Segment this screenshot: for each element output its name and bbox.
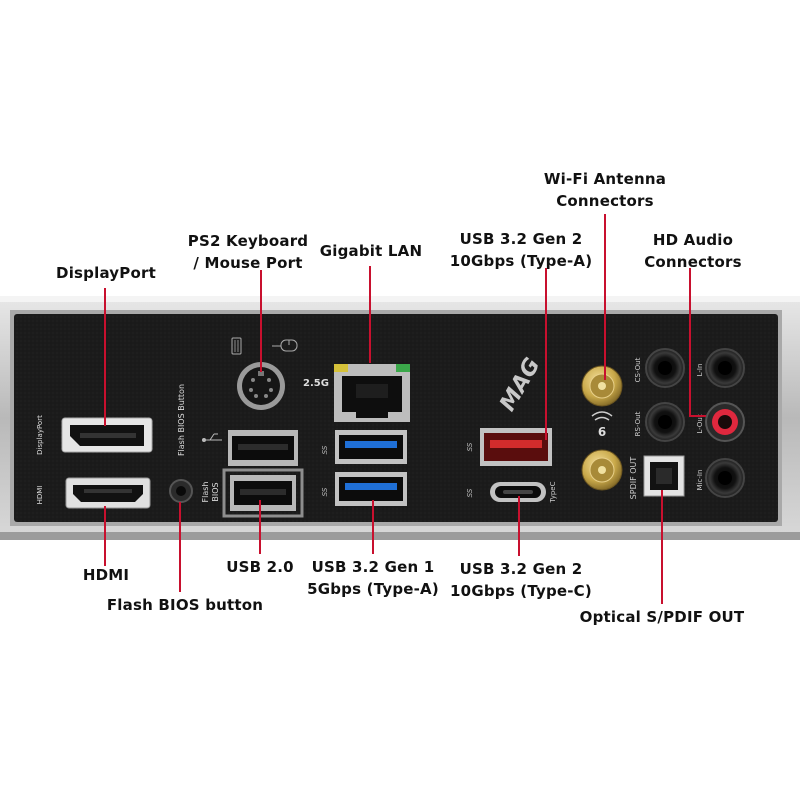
hdmi-print: HDMI (36, 486, 44, 505)
line-out-print: L-Out (696, 414, 704, 433)
keyboard-icon (231, 337, 242, 355)
callout-optical: Optical S/PDIF OUT (574, 606, 750, 628)
leader-lines (104, 214, 706, 604)
callout-displayport: DisplayPort (48, 262, 164, 284)
mouse-icon (272, 339, 298, 352)
rs-out-print: RS-Out (634, 411, 642, 436)
callout-usb32-gen1-line1: USB 3.2 Gen 1 (311, 558, 435, 576)
typec-print: TypeC (549, 481, 557, 503)
callout-wifi-line2: Connectors (556, 192, 654, 210)
callout-optical-text: Optical S/PDIF OUT (579, 608, 745, 626)
callout-usb20: USB 2.0 (218, 556, 302, 578)
hdmi-port (65, 477, 151, 509)
callout-ps2-line2: / Mouse Port (193, 254, 303, 272)
usb32-gen2-typec-port (490, 482, 546, 502)
ss10-print-2: SS (466, 488, 474, 497)
callout-usb32-gen1-line2: 5Gbps (Type-A) (307, 580, 439, 598)
callout-usb32-gen2-c: USB 3.2 Gen 2 10Gbps (Type-C) (444, 558, 598, 602)
callout-usb32-gen1: USB 3.2 Gen 1 5Gbps (Type-A) (302, 556, 444, 600)
line-in-print: L-In (696, 364, 704, 377)
callout-flash-bios: Flash BIOS button (100, 594, 270, 616)
flash-print: Flash (201, 482, 210, 503)
callout-displayport-text: DisplayPort (56, 264, 156, 282)
wifi6-icon (591, 411, 613, 421)
callout-flash-bios-text: Flash BIOS button (106, 596, 264, 614)
callout-gigabit-lan-text: Gigabit LAN (319, 242, 423, 260)
callout-usb32-gen2-a-line1: USB 3.2 Gen 2 (459, 230, 583, 248)
usb32-gen2-typea-port (480, 428, 552, 466)
callout-wifi: Wi-Fi Antenna Connectors (538, 168, 672, 212)
flash-bios-button (169, 479, 193, 503)
leader-hd-audio (689, 268, 706, 417)
displayport-print: DisplayPort (36, 415, 44, 455)
callout-usb32-gen2-a-line2: 10Gbps (Type-A) (449, 252, 593, 270)
callout-hdmi: HDMI (72, 564, 140, 586)
ps2-port (237, 362, 285, 410)
flash-bios-button-print: Flash BIOS Button (177, 384, 186, 456)
callout-usb32-gen2-c-line1: USB 3.2 Gen 2 (459, 560, 583, 578)
ss-usb-print-2: SS (321, 487, 329, 496)
callout-gigabit-lan: Gigabit LAN (312, 240, 430, 262)
audio-jacks (645, 348, 745, 498)
usb32-gen1-ports (335, 430, 407, 506)
spdif-out-print: SPDIF OUT (629, 457, 638, 500)
cs-out-print: CS-Out (634, 357, 642, 382)
callout-hd-audio-line1: HD Audio (652, 231, 734, 249)
usb20-ports (222, 430, 304, 518)
ss-usb-print-1: SS (321, 445, 329, 454)
callout-ps2: PS2 Keyboard / Mouse Port (180, 230, 316, 274)
callout-hdmi-text: HDMI (82, 566, 130, 584)
callout-usb32-gen2-c-line2: 10Gbps (Type-C) (450, 582, 592, 600)
displayport-port (61, 417, 153, 453)
callout-usb32-gen2-a: USB 3.2 Gen 2 10Gbps (Type-A) (444, 228, 598, 272)
callout-hd-audio: HD Audio Connectors (636, 229, 750, 273)
callout-wifi-line1: Wi-Fi Antenna (543, 170, 667, 188)
usb-trident-icon (202, 433, 222, 442)
ss10-print-1: SS (466, 442, 474, 451)
callout-hd-audio-line2: Connectors (644, 253, 742, 271)
bios-print: BIOS (211, 482, 220, 501)
optical-spdif-port (643, 455, 685, 497)
mic-in-print: Mic-In (696, 470, 704, 491)
wifi6-print: 6 (598, 425, 606, 439)
wifi-antenna-connectors (581, 365, 623, 491)
callout-ps2-line1: PS2 Keyboard (187, 232, 309, 250)
lan-speed-print: 2.5G (303, 378, 329, 389)
lan-port (334, 364, 410, 422)
callout-usb20-text: USB 2.0 (226, 558, 294, 576)
